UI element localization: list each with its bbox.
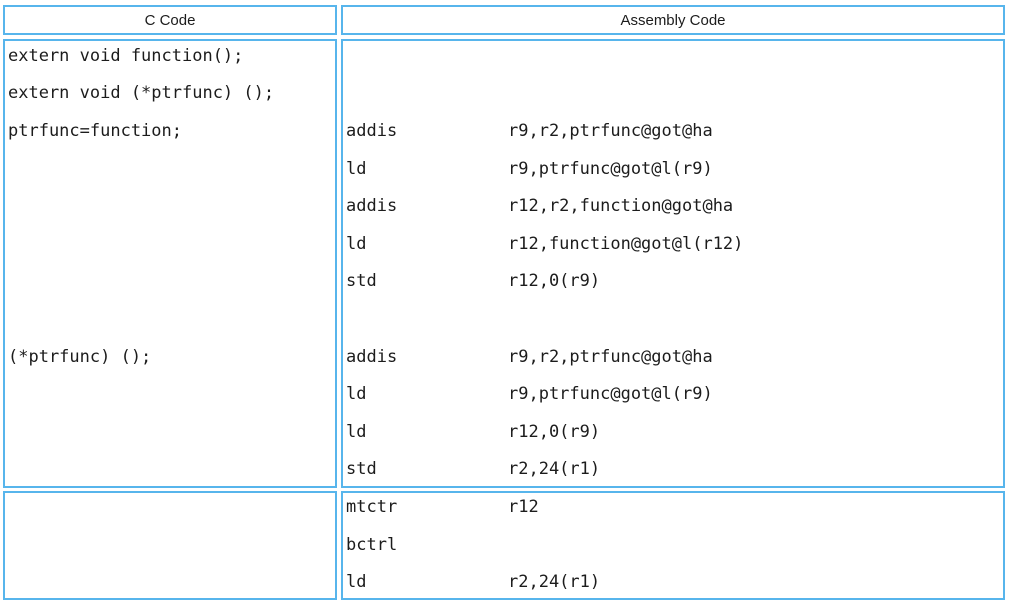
c-code-line [8, 413, 333, 451]
assembly-code-line [346, 300, 1001, 338]
assembly-code-line [346, 37, 1001, 75]
assembly-operands: r9,r2,ptrfunc@got@ha [508, 346, 713, 367]
assembly-mnemonic: std [346, 459, 377, 480]
c-code-line: ptrfunc=function; [8, 120, 182, 141]
assembly-mnemonic: bctrl [346, 534, 398, 555]
assembly-code-header-cell: Assembly Code [341, 5, 1005, 35]
c-code-line [8, 526, 333, 564]
c-code-line [8, 300, 333, 338]
assembly-mnemonic: mtctr [346, 496, 398, 517]
assembly-code-body-cell-lower [341, 491, 1005, 600]
assembly-code-line: ld r9,ptrfunc@got@l(r9) [346, 375, 1001, 413]
assembly-mnemonic: ld [346, 572, 367, 593]
c-code-header-label: C Code [144, 11, 196, 29]
c-code-line: (*ptrfunc) (); [8, 346, 152, 367]
assembly-operands: r12,0(r9) [508, 271, 601, 292]
assembly-code-column: addis r9,r2,ptrfunc@got@ha ld r9,ptrfunc@go… [346, 37, 1001, 601]
assembly-code-line: ld r2,24(r1) [346, 563, 1001, 601]
c-code-header-cell: C Code [3, 5, 337, 35]
c-code-line [8, 225, 333, 263]
c-code-line [8, 375, 333, 413]
assembly-code-header-label: Assembly Code [620, 11, 726, 29]
assembly-operands: r2,24(r1) [508, 459, 601, 480]
assembly-operands: r12,0(r9) [508, 421, 601, 442]
c-code-line [8, 488, 333, 526]
assembly-mnemonic: ld [346, 421, 367, 442]
assembly-code-line: std r12,0(r9) [346, 263, 1001, 301]
assembly-mnemonic: ld [346, 384, 367, 405]
assembly-mnemonic: addis [346, 346, 398, 367]
assembly-code-line: ld r12,function@got@l(r12) [346, 225, 1001, 263]
assembly-operands: r12,r2,function@got@ha [508, 196, 734, 217]
assembly-operands: r2,24(r1) [508, 572, 601, 593]
assembly-operands: r12 [508, 496, 539, 517]
assembly-mnemonic: addis [346, 196, 398, 217]
assembly-mnemonic: std [346, 271, 377, 292]
assembly-mnemonic: addis [346, 120, 398, 141]
assembly-operands: r9,r2,ptrfunc@got@ha [508, 120, 713, 141]
assembly-operands: r12,function@got@l(r12) [508, 233, 744, 254]
assembly-code-line [346, 75, 1001, 113]
c-code-line [8, 187, 333, 225]
c-code-body-cell-upper [3, 39, 337, 488]
c-code-line [8, 263, 333, 301]
c-code-line [8, 451, 333, 489]
assembly-code-line: std r2,24(r1) [346, 451, 1001, 489]
c-code-line: extern void function(); [8, 45, 244, 66]
assembly-code-line: mtctr r12 [346, 488, 1001, 526]
c-code-line: extern void (*ptrfunc) (); [8, 83, 275, 104]
c-code-column: extern void function(); extern void (*ptr… [8, 37, 333, 601]
assembly-code-line: addis r9,r2,ptrfunc@got@ha [346, 338, 1001, 376]
assembly-code-line: ld r9,ptrfunc@got@l(r9) [346, 150, 1001, 188]
assembly-code-line: addis r12,r2,function@got@ha [346, 187, 1001, 225]
assembly-code-body-cell-upper [341, 39, 1005, 488]
assembly-code-line: bctrl [346, 526, 1001, 564]
assembly-code-line: ld r12,0(r9) [346, 413, 1001, 451]
c-code-line [8, 563, 333, 601]
assembly-code-line: addis r9,r2,ptrfunc@got@ha [346, 112, 1001, 150]
c-code-line [8, 150, 333, 188]
assembly-mnemonic: ld [346, 158, 367, 179]
assembly-operands: r9,ptrfunc@got@l(r9) [508, 384, 713, 405]
assembly-operands: r9,ptrfunc@got@l(r9) [508, 158, 713, 179]
c-code-body-cell-lower [3, 491, 337, 600]
assembly-mnemonic: ld [346, 233, 367, 254]
